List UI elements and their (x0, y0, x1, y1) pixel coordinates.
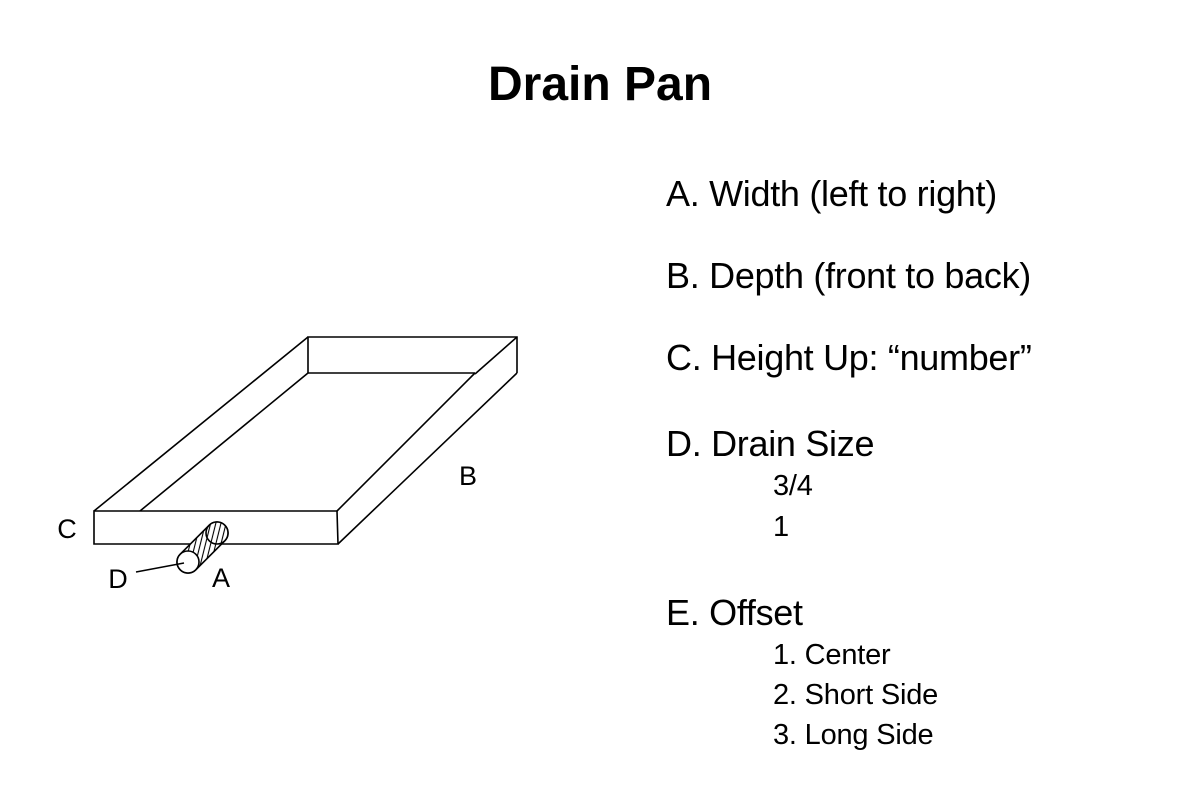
diagram-label-d: D (108, 564, 128, 594)
legend-subitem-offset-long-side: 3. Long Side (773, 719, 934, 751)
legend-subitem-offset-short-side: 2. Short Side (773, 679, 939, 711)
diagram-label-a: A (212, 563, 230, 593)
legend-item-width: A. Width (left to right) (666, 173, 997, 214)
legend-subitem-offset-center: 1. Center (773, 639, 891, 671)
pan-right-wall-outer-edge (337, 372, 518, 545)
pan-left-wall-outer-edge (93, 336, 309, 512)
legend-item-depth: B. Depth (front to back) (666, 255, 1031, 296)
legend-item-offset: E. Offset (666, 592, 803, 633)
label-d-leader-line (135, 562, 185, 573)
page-title: Drain Pan (487, 58, 713, 111)
legend-subitem-drain-size-3-4: 3/4 (773, 470, 813, 502)
legend-subitem-drain-size-1: 1 (773, 511, 789, 543)
drain-pipe-end-cap (176, 550, 200, 574)
diagram-label-c: C (57, 514, 77, 544)
legend-item-height: C. Height Up: “number” (666, 337, 1032, 378)
drain-pipe-top-rim (205, 521, 229, 545)
pan-left-wall-inner-edge (139, 372, 309, 512)
pan-back-right-seam (474, 336, 518, 375)
pan-right-wall-inner-edge (336, 372, 476, 512)
legend-item-drain-size: D. Drain Size (666, 423, 875, 464)
diagram-label-b: B (459, 461, 477, 491)
pan-back-wall (307, 336, 518, 373)
